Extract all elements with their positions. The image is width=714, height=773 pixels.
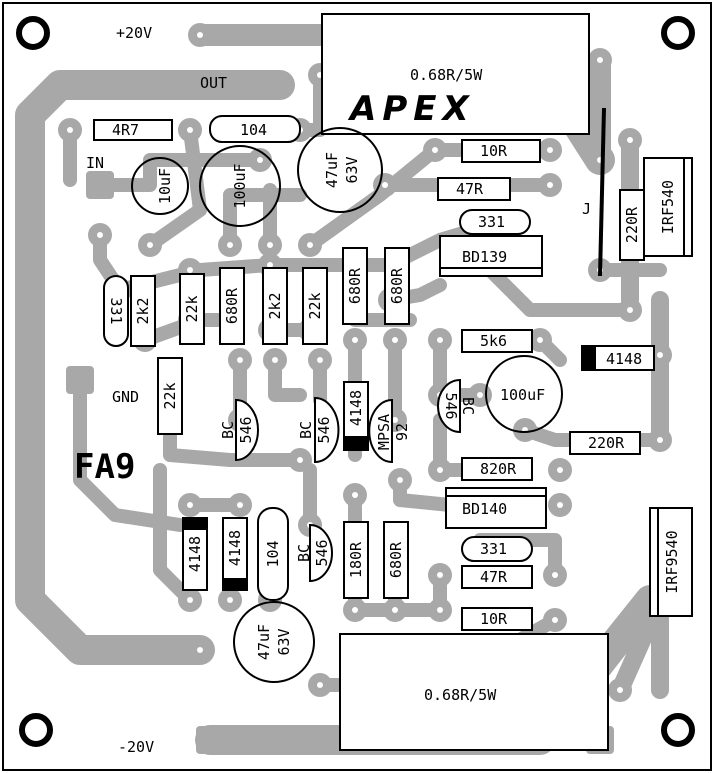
r-4r7-label: 4R7 [112,121,139,139]
r-680r-c-label: 680R [388,267,406,304]
r-680r-a-label: 680R [223,287,241,324]
brand-logo: APEX [347,89,475,129]
label-gnd: GND [112,388,139,406]
r-22k-gnd-label: 22k [161,382,179,409]
irf9540-label: IRF9540 [663,530,681,593]
r-47r-top-label: 47R [456,180,484,198]
label-in: IN [86,154,104,172]
bc546-b-line2: 546 [315,416,333,443]
d-4148-a-label: 4148 [186,536,204,572]
r-680r-bottom-label: 680R [387,541,405,578]
solder-pad-square [66,366,94,394]
c-47uf-top-label: 47uF [323,152,341,188]
r-47r-bottom-label: 47R [480,568,508,586]
r-22k-a-label: 22k [183,295,201,322]
c-63v-bottom-label: 63V [275,628,293,655]
r-2k2-b-label: 2k2 [266,292,284,319]
r-22k-b-label: 22k [306,292,324,319]
component-outlines [93,13,693,751]
bc546-c-line2: 546 [313,539,331,566]
c-331-left-label: 331 [107,297,125,324]
bc546-a-line2: 546 [237,416,255,443]
r-220r-right-label: 220R [588,434,625,452]
solder-pad-square [86,171,114,199]
bc556-line2: 546 [442,392,460,419]
r-10r-bottom-label: 10R [480,610,508,628]
board-name: FA9 [74,447,135,487]
r-068-bottom-label: 0.68R/5W [424,686,497,704]
r-2k2-a-label: 2k2 [134,297,152,324]
c-100uf-in-label: 100uF [231,163,249,208]
label-out: OUT [200,74,227,92]
label-vpos: +20V [116,24,152,42]
bd139-label: BD139 [462,248,507,266]
bc546-b-line1: BC [297,421,315,439]
r-220r-top-label: 220R [623,206,641,243]
c-10uf-label: 10uF [156,168,174,204]
labels: +20V -20V OUT IN GND J FA9 APEX 0.68R/5W… [74,24,681,756]
r-068-top-label: 0.68R/5W [410,66,483,84]
r-10r-top-label: 10R [480,142,508,160]
r-820r-label: 820R [480,460,517,478]
mpsa-line1: MPSA [375,414,393,450]
c-104-top-label: 104 [240,121,267,139]
solder-pad-square [196,726,224,754]
bc546-c-line1: BC [295,544,313,562]
d-4148-right-label: 4148 [606,350,642,368]
bd140-label: BD140 [462,500,507,518]
d-4148-mid-label: 4148 [347,390,365,426]
c-47uf-bottom-label: 47uF [255,624,273,660]
r-680r-b-label: 680R [346,267,364,304]
c-331-top-label: 331 [478,213,505,231]
c-331-bottom-label: 331 [480,540,507,558]
label-jumper: J [582,200,591,218]
c-63v-top-label: 63V [343,156,361,183]
mpsa-line2: 92 [393,423,411,441]
bc546-a-line1: BC [219,421,237,439]
label-vneg: -20V [118,738,154,756]
d-4148-b-label: 4148 [226,530,244,566]
c-104-bottom-label: 104 [264,540,282,567]
r-5k6-label: 5k6 [480,332,507,350]
r-180r-label: 180R [347,541,365,578]
irf540-label: IRF540 [659,180,677,234]
bc556-line1: BC [459,397,477,415]
c-100uf-right-label: 100uF [500,386,545,404]
